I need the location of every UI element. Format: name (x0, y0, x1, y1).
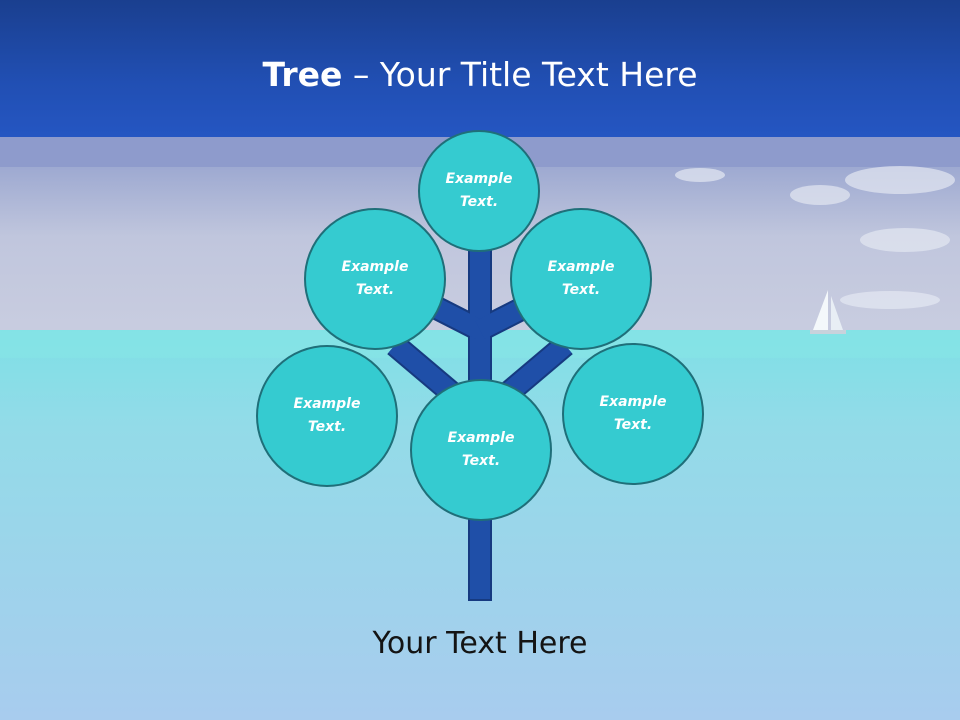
node-label-line2: Text. (613, 417, 653, 433)
node-label-line1: Example (341, 259, 409, 275)
sailboat-icon (810, 290, 846, 334)
node-label-line2: Text. (307, 419, 347, 435)
node-label-line2: Text. (459, 194, 499, 210)
node-label-line1: Example (445, 171, 513, 187)
node-label-line1: Example (293, 396, 361, 412)
slide-title: Tree – Your Title Text Here (0, 50, 960, 100)
node-label-line2: Text. (561, 282, 601, 298)
title-bold: Tree (262, 55, 343, 94)
clouds (675, 166, 955, 309)
node-label-line2: Text. (461, 453, 501, 469)
caption-text: Your Text Here (372, 626, 588, 661)
node-label-line1: Example (447, 430, 515, 446)
node-label-line1: Example (599, 394, 667, 410)
node-label-line1: Example (547, 259, 615, 275)
title-rest: – Your Title Text Here (342, 55, 698, 94)
node-label-line2: Text. (355, 282, 395, 298)
title-band (0, 0, 960, 137)
